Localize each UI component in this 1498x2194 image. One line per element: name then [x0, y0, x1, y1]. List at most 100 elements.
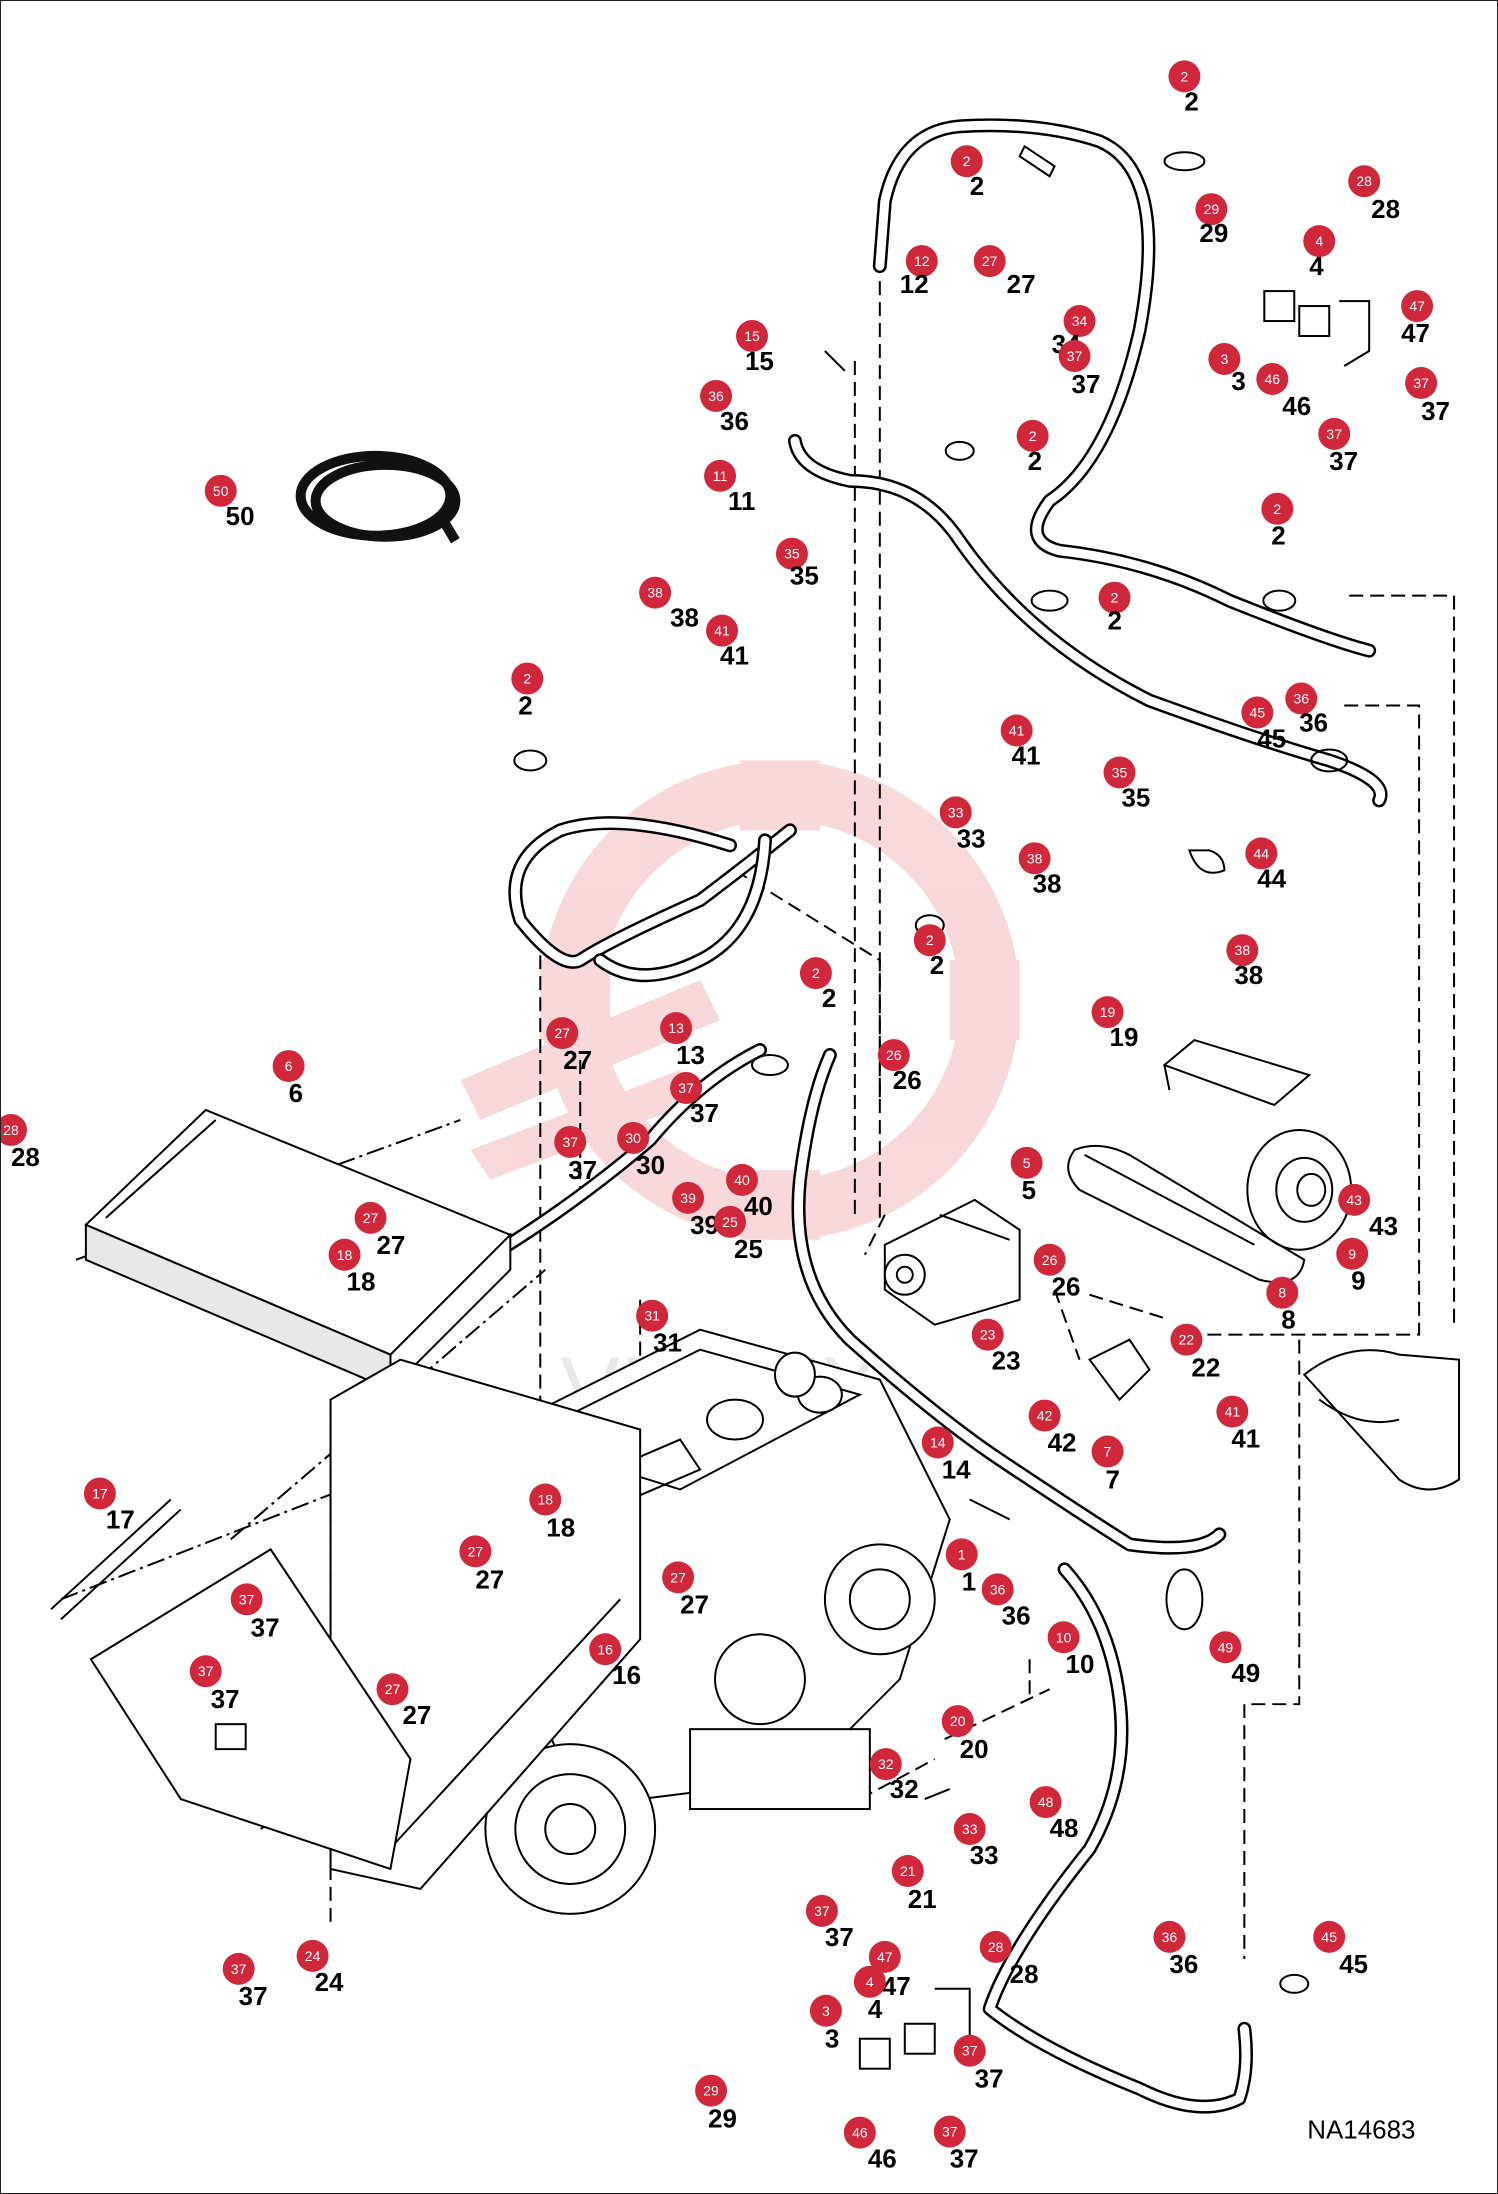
- callout-number: 14: [930, 1435, 946, 1451]
- callout-badge: [511, 662, 544, 695]
- callout-number: 32: [878, 1756, 894, 1772]
- callout-badge: [700, 379, 733, 412]
- callout-label: 36: [720, 406, 749, 436]
- callout-number: 1: [958, 1546, 966, 1562]
- callout-number: 41: [1009, 722, 1025, 738]
- callout-badge: [589, 1633, 622, 1666]
- callout-badge: [1029, 1786, 1062, 1819]
- callout-number: 10: [1056, 1629, 1072, 1645]
- callout-label: 37: [568, 1155, 597, 1185]
- callout-number: 36: [1162, 1929, 1178, 1945]
- callout-number: 2: [1111, 590, 1119, 606]
- callout-badge: [981, 1573, 1014, 1606]
- callout-label: 38: [670, 603, 699, 633]
- callout-number: 46: [1265, 371, 1281, 387]
- callout-label: 2: [930, 950, 944, 980]
- callout-badge: [617, 1121, 650, 1154]
- callout-number: 2: [963, 153, 971, 169]
- callout-number: 33: [948, 804, 964, 820]
- callout-2: 22: [950, 145, 984, 201]
- callout-layer: 2222121227273434373729294428284747334646…: [1, 60, 1450, 2174]
- callout-number: 11: [713, 468, 728, 484]
- callout-4: 44: [1303, 225, 1336, 281]
- callout-number: 4: [1315, 233, 1323, 249]
- callout-badge: [1153, 1920, 1186, 1953]
- callout-number: 29: [1204, 201, 1220, 217]
- callout-number: 2: [926, 932, 934, 948]
- callout-label: 37: [825, 1922, 854, 1952]
- callout-label: 2: [1108, 606, 1122, 636]
- callout-5: 55: [1010, 1146, 1043, 1205]
- callout-label: 9: [1351, 1266, 1365, 1296]
- callout-badge: [877, 1039, 910, 1072]
- callout-label: 3: [1231, 366, 1245, 396]
- callout-number: 37: [198, 1663, 214, 1679]
- callout-2: 22: [1261, 492, 1294, 551]
- callout-label: 32: [890, 1774, 919, 1804]
- callout-label: 35: [790, 561, 819, 591]
- callout-label: 31: [653, 1328, 682, 1358]
- callout-label: 29: [1199, 218, 1228, 248]
- callout-number: 41: [1225, 1404, 1241, 1420]
- callout-label: 8: [1281, 1305, 1295, 1335]
- hose-roll: [295, 450, 461, 544]
- callout-badge: [1209, 1631, 1242, 1664]
- callout-label: 7: [1106, 1464, 1120, 1494]
- callout-badge: [799, 957, 832, 990]
- callout-badge: [1168, 60, 1201, 93]
- callout-number: 48: [1038, 1794, 1054, 1810]
- callout-badge: [459, 1535, 492, 1568]
- callout-label: 14: [942, 1454, 971, 1484]
- callout-number: 29: [703, 2083, 719, 2099]
- callout-label: 36: [1169, 1949, 1198, 1979]
- callout-label: 4: [1309, 251, 1324, 281]
- callout-3: 33: [1208, 343, 1246, 396]
- callout-label: 48: [1050, 1813, 1079, 1843]
- callout-number: 25: [722, 1214, 738, 1230]
- callout-badge: [1091, 996, 1124, 1029]
- callout-label: 18: [546, 1512, 575, 1542]
- callout-badge: [1261, 492, 1294, 525]
- callout-label: 49: [1231, 1658, 1260, 1688]
- callout-badge: [272, 1050, 305, 1083]
- callout-label: 42: [1048, 1428, 1077, 1458]
- callout-number: 37: [1413, 375, 1429, 391]
- callout-number: 46: [852, 2125, 868, 2141]
- callout-number: 2: [1273, 501, 1281, 517]
- callout-number: 28: [3, 1122, 19, 1138]
- callout-number: 37: [814, 1903, 830, 1919]
- callout-label: 20: [960, 1734, 989, 1764]
- callout-label: 2: [518, 691, 532, 721]
- callout-number: 26: [1042, 1252, 1058, 1268]
- callout-badge: [953, 1813, 986, 1845]
- callout-badge: [868, 1940, 901, 1973]
- bracket: [1162, 1038, 1312, 1107]
- callout-label: 45: [1339, 1949, 1368, 1979]
- callout-label: 5: [1022, 1175, 1036, 1205]
- callout-label: 2: [1271, 521, 1285, 551]
- callout-badge: [529, 1483, 562, 1516]
- callout-badge: [1098, 581, 1131, 614]
